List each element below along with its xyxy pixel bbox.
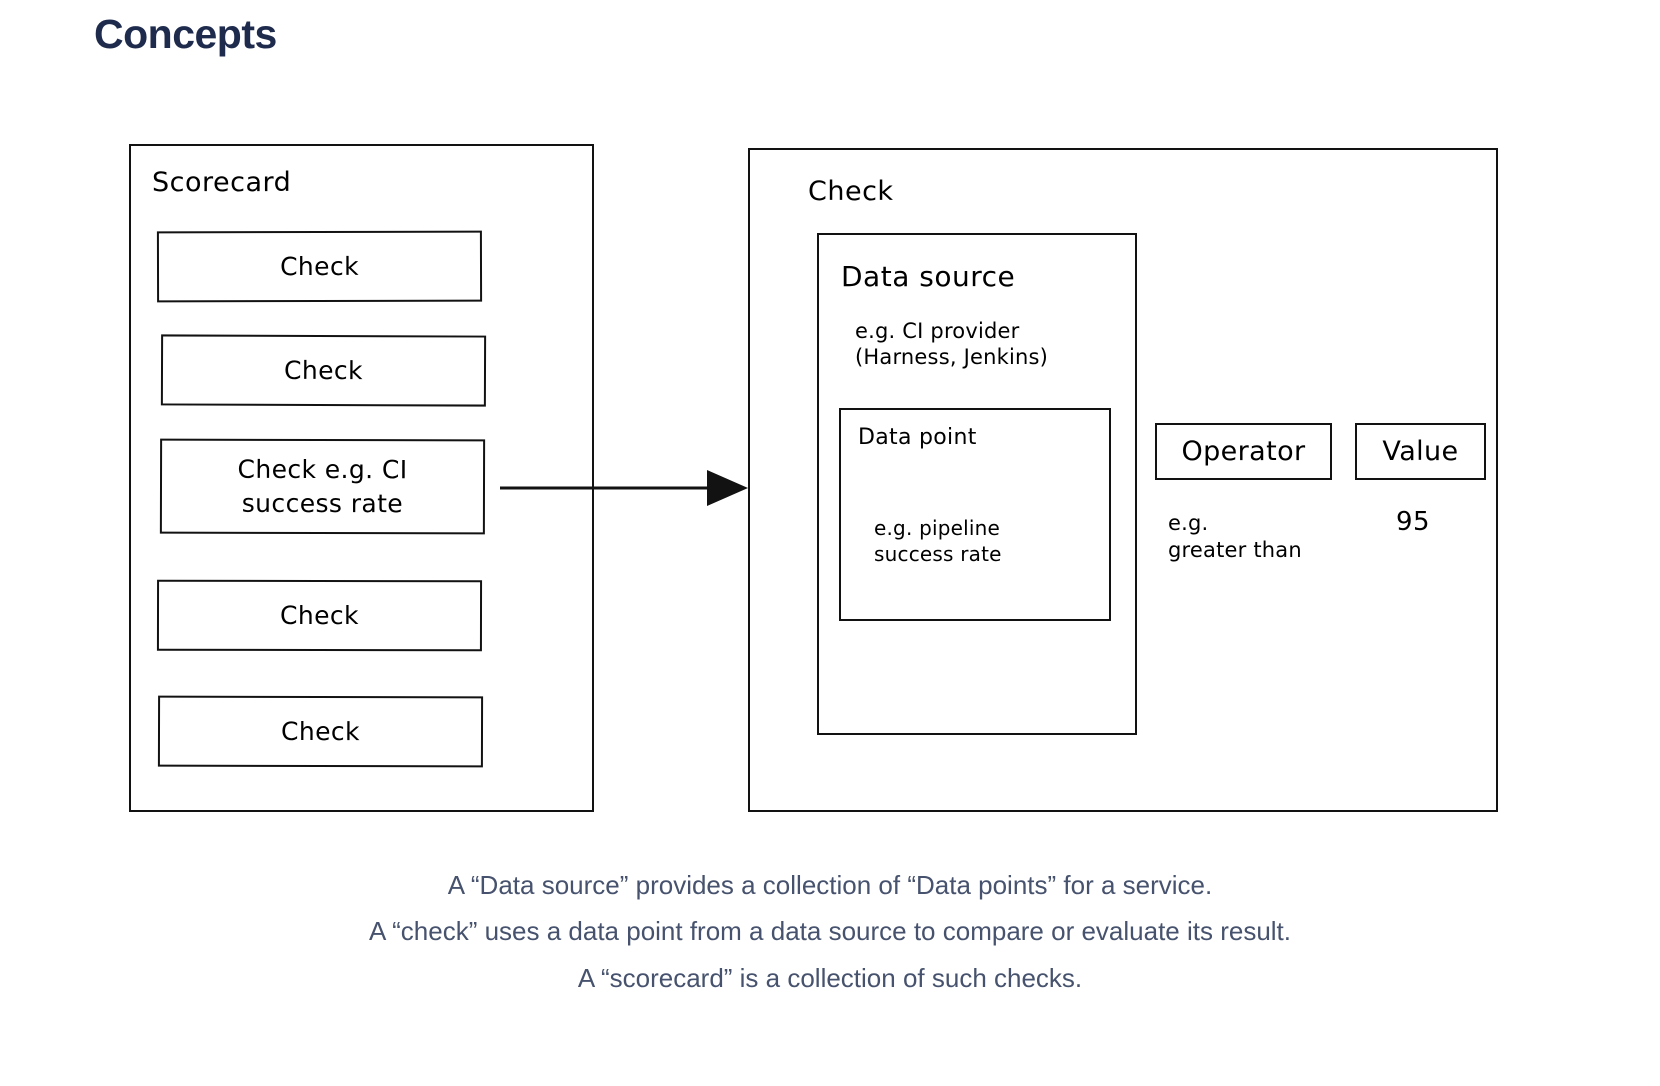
scorecard-check-item[interactable]: Check	[156, 579, 483, 652]
check-title: Check	[808, 176, 894, 207]
caption-line: A “check” uses a data point from a data …	[368, 916, 1292, 947]
data-point-title: Data point	[858, 425, 977, 450]
data-source-title: Data source	[841, 260, 1016, 293]
operator-box[interactable]: Operator	[1155, 423, 1332, 480]
caption-line: A “Data source” provides a collection of…	[447, 870, 1213, 900]
scorecard-check-item[interactable]: Check	[157, 695, 484, 768]
value-example: 95	[1396, 507, 1430, 537]
page-title: Concepts	[94, 11, 277, 57]
scorecard-check-item[interactable]: Check	[156, 230, 483, 303]
value-box[interactable]: Value	[1355, 423, 1486, 480]
data-point-example: e.g. pipeline success rate	[874, 516, 1002, 566]
operator-example: e.g. greater than	[1168, 511, 1302, 563]
scorecard-check-item[interactable]: Check	[160, 334, 487, 407]
caption-line: A “scorecard” is a collection of such ch…	[577, 962, 1083, 993]
data-point-container	[839, 408, 1111, 621]
scorecard-title: Scorecard	[152, 167, 292, 198]
data-source-example: e.g. CI provider (Harness, Jenkins)	[855, 319, 1049, 370]
caption: A “Data source” provides a collection of…	[0, 862, 1660, 1001]
scorecard-check-item-ci-success-rate[interactable]: Check e.g. CI success rate	[159, 438, 486, 535]
